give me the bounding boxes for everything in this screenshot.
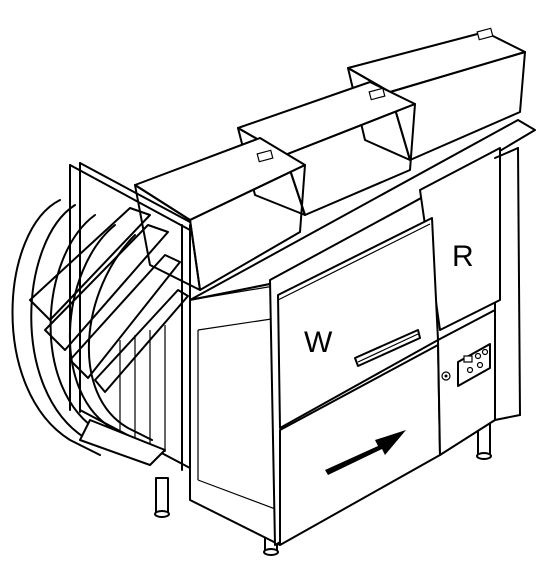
control-panel-icon bbox=[441, 343, 491, 387]
door-handle bbox=[354, 329, 421, 367]
arrow-icon bbox=[325, 430, 406, 475]
basket-icon bbox=[134, 27, 526, 291]
door-label-w: W bbox=[304, 326, 333, 359]
panel-label-r: R bbox=[452, 240, 474, 273]
rack-icon bbox=[11, 162, 191, 471]
